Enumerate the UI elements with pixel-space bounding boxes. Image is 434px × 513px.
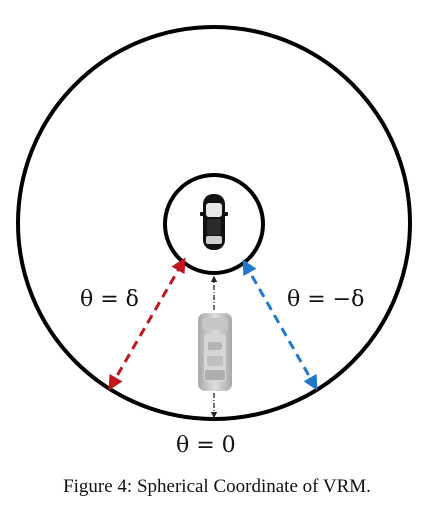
theta-zero-label: θ = 0 xyxy=(176,433,236,458)
spherical-coordinate-diagram: θ = δ θ = −δ θ = 0 xyxy=(16,25,412,458)
theta-negative-label: θ = −δ xyxy=(287,287,364,312)
figure-caption: Figure 4: Spherical Coordinate of VRM. xyxy=(63,476,371,497)
other-vehicle-icon xyxy=(198,313,232,391)
theta-negative-arrow xyxy=(242,259,318,391)
outer-circle xyxy=(16,25,412,421)
inner-circle xyxy=(163,173,265,275)
ego-vehicle-icon xyxy=(200,194,228,250)
theta-positive-arrow xyxy=(108,257,186,391)
theta-positive-label: θ = δ xyxy=(80,287,139,312)
